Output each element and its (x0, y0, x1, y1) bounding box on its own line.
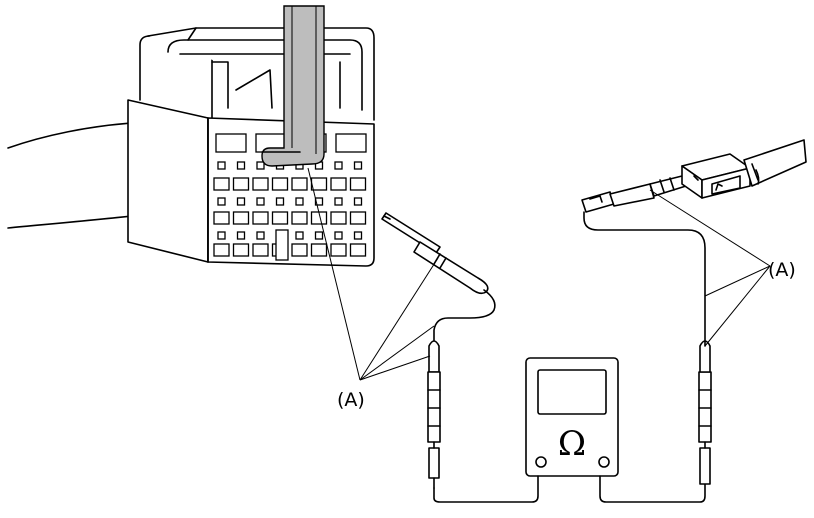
cavity-latch (215, 133, 247, 153)
cavity (291, 177, 308, 191)
cavity-small (217, 231, 226, 240)
cavity (291, 243, 308, 257)
cavity-small (236, 161, 246, 170)
cavity-small (295, 197, 304, 206)
right-lead-wire (583, 211, 706, 347)
ohm-symbol: Ω (558, 424, 586, 464)
meter-leads (433, 475, 706, 503)
cavity (252, 243, 269, 257)
cavity (349, 243, 367, 257)
cavity (330, 211, 347, 225)
cavity-small (314, 231, 324, 240)
left-test-probe (381, 212, 496, 347)
probe-tool (261, 5, 325, 167)
right-lead-plug (698, 340, 712, 485)
cavity-slot (275, 229, 289, 261)
meter-jack-left (535, 456, 547, 468)
cavity (310, 243, 328, 257)
cavity (291, 211, 308, 225)
cavity (232, 211, 250, 225)
cavity-small (334, 231, 343, 240)
cavity-small (275, 197, 285, 206)
cavity (349, 211, 367, 225)
cavity-small (314, 197, 324, 206)
left-lead-plug (427, 340, 441, 489)
cavity-small (256, 231, 265, 240)
callout-label-right: (A) (768, 259, 796, 281)
cavity (232, 243, 250, 257)
mating-connector (681, 139, 807, 199)
cavity-small (236, 231, 246, 240)
cavity-small (236, 197, 246, 206)
meter-jack-right (598, 456, 610, 468)
cavity-small (353, 231, 363, 240)
callout-leaders-left (307, 167, 439, 381)
cavity (271, 177, 289, 191)
harness-cable-left (7, 122, 133, 229)
cavity-small (295, 231, 304, 240)
cavity (271, 211, 289, 225)
cavity (330, 243, 347, 257)
cavity-small (256, 161, 265, 170)
cavity (232, 177, 250, 191)
cavity-latch (335, 133, 367, 153)
callout-leaders-right (649, 189, 771, 347)
cavity-small (334, 197, 343, 206)
cavity (213, 211, 230, 225)
cavity (252, 211, 269, 225)
cavity (330, 177, 347, 191)
cavity (252, 177, 269, 191)
ohmmeter: Ω (525, 357, 619, 477)
cavity-small (217, 197, 226, 206)
cavity (213, 243, 230, 257)
harness-terminal (581, 175, 687, 213)
cavity-small (353, 197, 363, 206)
cavity-small (353, 161, 363, 170)
cavity-small (256, 197, 265, 206)
cavity (349, 177, 367, 191)
cavity-small (334, 161, 343, 170)
cavity (213, 177, 230, 191)
cavity-small (217, 161, 226, 170)
callout-label-left: (A) (337, 389, 365, 411)
cavity (310, 177, 328, 191)
meter-display (537, 369, 607, 415)
